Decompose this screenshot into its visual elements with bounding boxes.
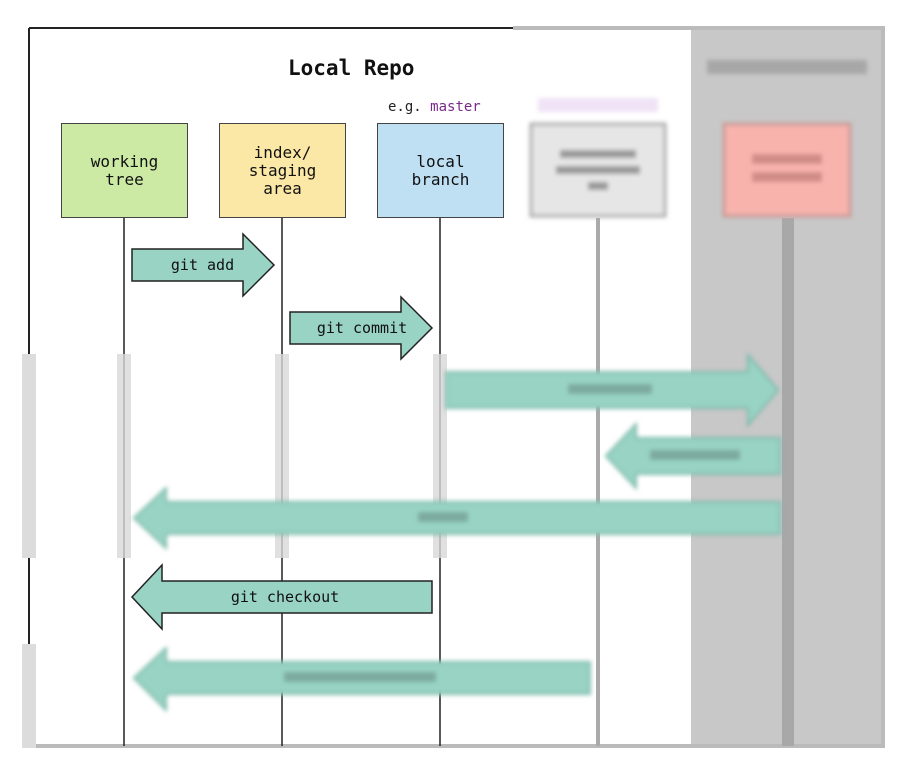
remote-tracking-box	[529, 98, 667, 218]
blurred-arrows	[132, 352, 781, 713]
git-commit-arrow	[289, 295, 434, 361]
local-branch-box: local branch	[377, 123, 504, 218]
git-add-label: git add	[170, 256, 235, 274]
outer-frame-faded	[29, 26, 885, 748]
remote-box	[707, 60, 867, 218]
local-branch-label: local branch	[411, 151, 470, 189]
git-checkout-label: git checkout	[230, 588, 340, 606]
git-commit-label: git commit	[316, 319, 408, 337]
local-branch-hint: e.g. master	[388, 99, 481, 115]
git-checkout-arrow	[130, 563, 433, 631]
hint-prefix: e.g.	[388, 99, 431, 115]
fade-band-left	[22, 354, 36, 558]
working-tree-label: working tree	[90, 151, 159, 189]
index-box: index/ staging area	[219, 123, 346, 218]
index-label: index/ staging area	[248, 142, 317, 198]
local-repo-title: Local Repo	[288, 56, 415, 80]
working-tree-box: working tree	[61, 123, 188, 218]
fade-band-1	[117, 354, 131, 558]
git-add-arrow	[131, 232, 276, 298]
fade-band-left-lower	[22, 644, 36, 748]
hint-branch-name: master	[430, 99, 481, 115]
